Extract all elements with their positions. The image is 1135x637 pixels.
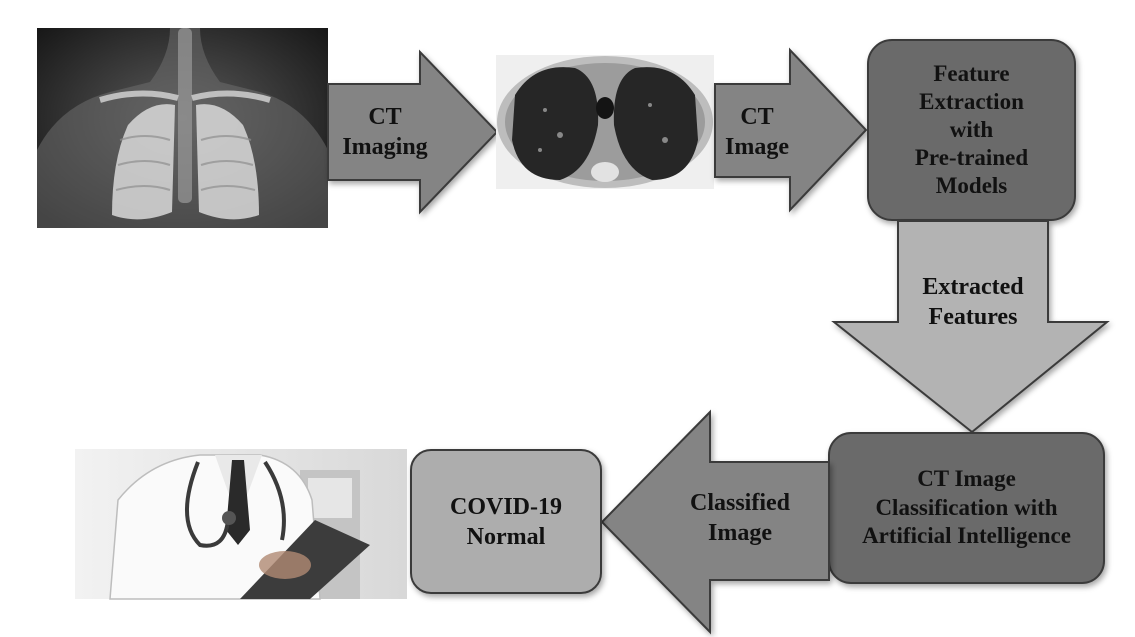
arrow-label-classified-image: Classified Image	[689, 490, 790, 546]
arrow-ct-imaging	[327, 49, 499, 215]
box-result	[410, 449, 602, 594]
box-label-feature-extraction: Feature Extraction with Pre-trained Mode…	[914, 60, 1029, 199]
arrow-ct-image	[714, 47, 868, 213]
arrow-label-extracted-features: Extracted Features	[922, 274, 1024, 330]
chest-xray-image	[37, 28, 328, 228]
arrow-classified-image	[600, 409, 830, 635]
box-label-result: COVID-19 Normal	[450, 493, 562, 550]
arrow-label-ct-imaging: CT Imaging	[342, 104, 428, 160]
arrow-extracted-features	[831, 220, 1110, 434]
arrow-label-ct-image: CT Image	[725, 104, 789, 160]
ct-scan-image	[496, 55, 714, 189]
doctor-image	[75, 449, 407, 600]
box-label-classification: CT Image Classification with Artificial …	[862, 465, 1071, 549]
